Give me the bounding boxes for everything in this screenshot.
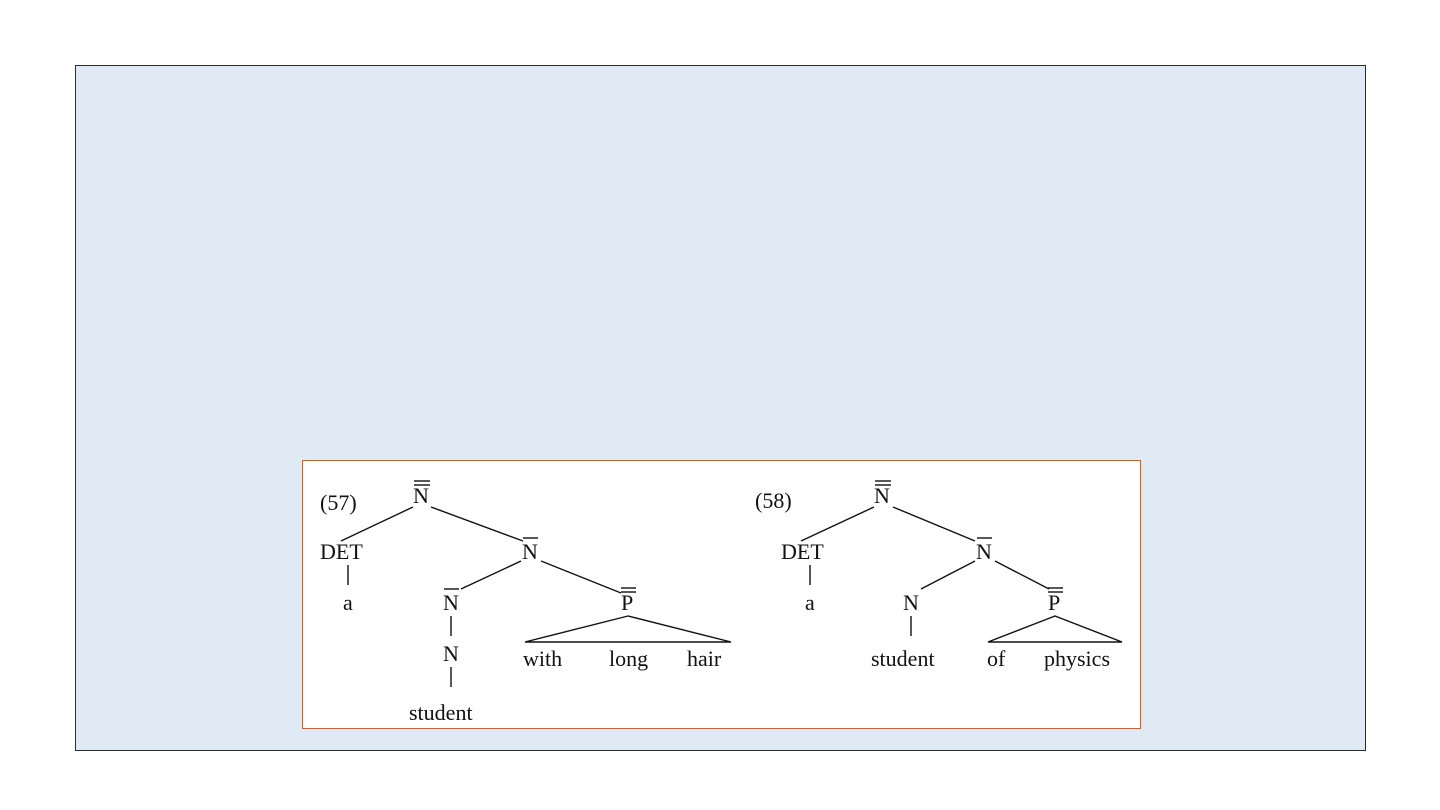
tree-58: (58) N DET a N N student P of physics (755, 480, 1123, 671)
tree-57-pp-triangle (524, 615, 732, 643)
tree-57-edge-root-det (340, 506, 414, 542)
tree-58-root-node: N (874, 483, 890, 508)
tree-58-n-node: N (903, 590, 919, 615)
tree-58-edge-nbar-pp (994, 560, 1050, 590)
tree-58-word-physics: physics (1044, 646, 1110, 671)
tree-57-n-node: N (443, 641, 459, 666)
tree-57-nbar2-node: N (443, 590, 459, 615)
tree-57-edge-root-nbar (430, 506, 524, 542)
tree-57-root-node: N (413, 483, 429, 508)
tree-58-edge-root-nbar (892, 506, 976, 542)
tree-58-pp-triangle (987, 615, 1123, 643)
tree-58-word-student: student (871, 646, 935, 671)
tree-57-word-with: with (523, 646, 562, 671)
tree-57-det-node: DET (320, 539, 363, 564)
tree-58-edge-nbar-n (920, 560, 976, 590)
tree-58-number: (58) (755, 488, 792, 513)
tree-57-word-hair: hair (687, 646, 722, 671)
tree-57-word-a: a (343, 590, 353, 615)
tree-58-edge-root-det (800, 506, 875, 542)
tree-57: (57) N DET a N N N student P (320, 480, 732, 725)
tree-58-nbar-node: N (976, 539, 992, 564)
tree-57-nbar-node: N (522, 539, 538, 564)
tree-57-word-long: long (609, 646, 648, 671)
syntax-tree-figure: (57) N DET a N N N student P (302, 460, 1141, 729)
syntax-trees-svg: (57) N DET a N N N student P (320, 480, 1123, 725)
tree-58-det-node: DET (781, 539, 824, 564)
tree-57-edge-nbar-nbar2 (460, 560, 522, 590)
tree-58-word-a: a (805, 590, 815, 615)
tree-58-word-of: of (987, 646, 1006, 671)
tree-57-word-student: student (409, 700, 473, 725)
tree-58-pp-node: P (1048, 590, 1060, 615)
tree-57-pp-node: P (621, 590, 633, 615)
tree-57-number: (57) (320, 490, 357, 515)
tree-57-edge-nbar-pp (540, 560, 622, 594)
